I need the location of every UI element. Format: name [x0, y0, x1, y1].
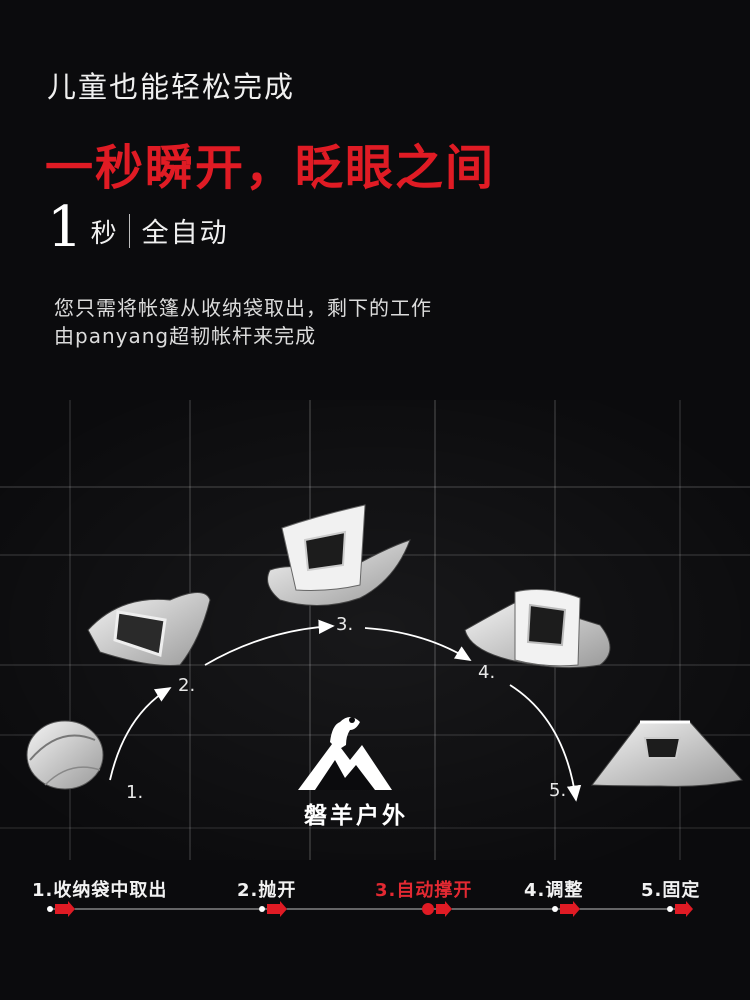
timeline-marker-2 [259, 901, 287, 917]
description: 您只需将帐篷从收纳袋取出，剩下的工作 由panyang超韧帐杆来完成 [54, 294, 432, 350]
timeline-marker-5 [667, 901, 693, 917]
divider [128, 214, 130, 248]
headline: 一秒瞬开，眨眼之间 [45, 140, 496, 196]
timeline-marker-1 [47, 901, 75, 917]
timeline-marker-4 [552, 901, 580, 917]
step-label-1: 1. [126, 782, 144, 803]
timeline-track [47, 901, 693, 917]
brand-logo-text: 磐羊户外 [304, 803, 408, 829]
tent-adjusting-icon [464, 589, 611, 669]
step-label-4: 4. [478, 662, 496, 683]
timeline-step-5: 5.固定 [641, 880, 701, 901]
step-label-5: 5. [549, 780, 567, 801]
timeline-step-2: 2.抛开 [237, 880, 297, 901]
description-line-1: 您只需将帐篷从收纳袋取出，剩下的工作 [54, 296, 432, 320]
tent-opening-icon [87, 592, 211, 666]
tent-expanding-icon [267, 504, 411, 606]
speed-unit: 秒 [90, 219, 117, 249]
tent-setup-diagram [0, 400, 750, 860]
timeline-step-3: 3.自动撑开 [375, 880, 473, 901]
progress-arrows [109, 619, 582, 802]
tent-fixed-icon [591, 720, 743, 787]
speed-description: 全自动 [141, 218, 229, 249]
timeline-step-1: 1.收纳袋中取出 [32, 880, 168, 901]
tent-folded-icon [26, 720, 104, 790]
timeline-step-4: 4.调整 [524, 880, 584, 901]
step-label-3: 3. [336, 614, 354, 635]
step-label-2: 2. [178, 675, 196, 696]
description-line-2: 由panyang超韧帐杆来完成 [54, 324, 317, 348]
speed-row: 1 秒 全自动 [47, 196, 229, 256]
subtitle: 儿童也能轻松完成 [47, 70, 296, 104]
speed-number: 1 [47, 195, 83, 260]
mountain-goat-icon [298, 717, 392, 790]
timeline-marker-3-active [422, 901, 452, 917]
